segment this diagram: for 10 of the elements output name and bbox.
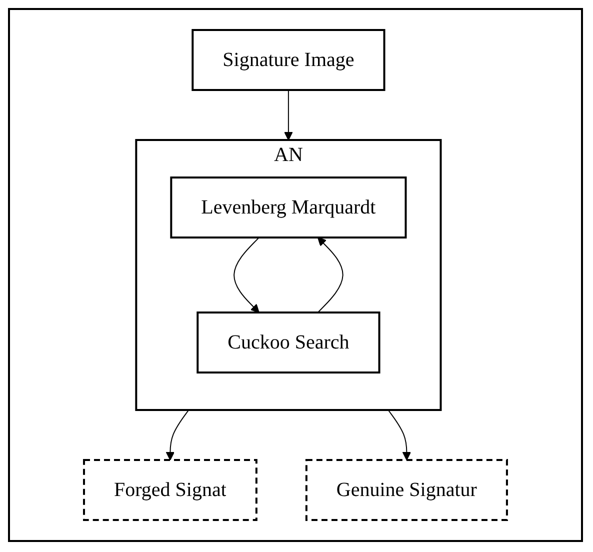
- node-box: Levenberg Marquardt: [170, 176, 407, 238]
- arrow: [317, 237, 344, 313]
- node-box: Cuckoo Search: [196, 312, 380, 374]
- arrow: [284, 90, 293, 140]
- arrow: [166, 410, 190, 460]
- arrow: [234, 237, 260, 313]
- node-box: Genuine Signatur: [305, 459, 508, 521]
- node-box: Forged Signat: [83, 459, 258, 521]
- arrow: [388, 410, 412, 460]
- node-box: Signature Image: [192, 29, 386, 91]
